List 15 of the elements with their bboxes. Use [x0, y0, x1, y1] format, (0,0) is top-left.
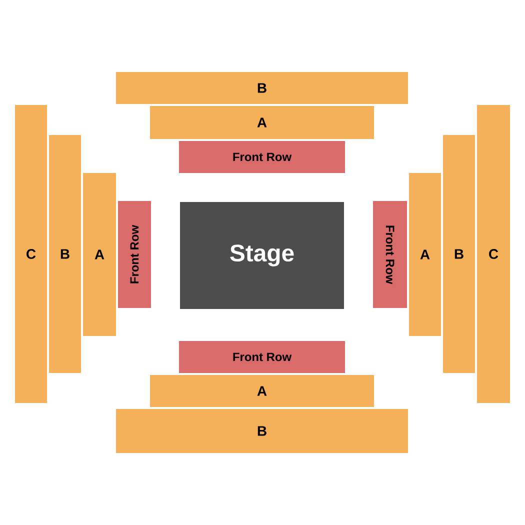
seating-section: Front Row — [179, 141, 345, 173]
seating-section: A — [83, 173, 116, 336]
seating-section: C — [477, 105, 510, 403]
seating-section: B — [49, 135, 81, 373]
seating-section: C — [15, 105, 47, 403]
seating-section: Front Row — [373, 201, 407, 308]
seating-section: A — [150, 375, 374, 407]
seating-section: Front Row — [179, 341, 345, 373]
seating-section: A — [150, 106, 374, 139]
seating-section: B — [116, 72, 408, 104]
seating-section: B — [116, 409, 408, 453]
seating-section: Front Row — [118, 201, 151, 308]
seating-section: B — [443, 135, 475, 373]
stage-area: Stage — [180, 202, 344, 309]
seating-section: A — [409, 173, 441, 336]
